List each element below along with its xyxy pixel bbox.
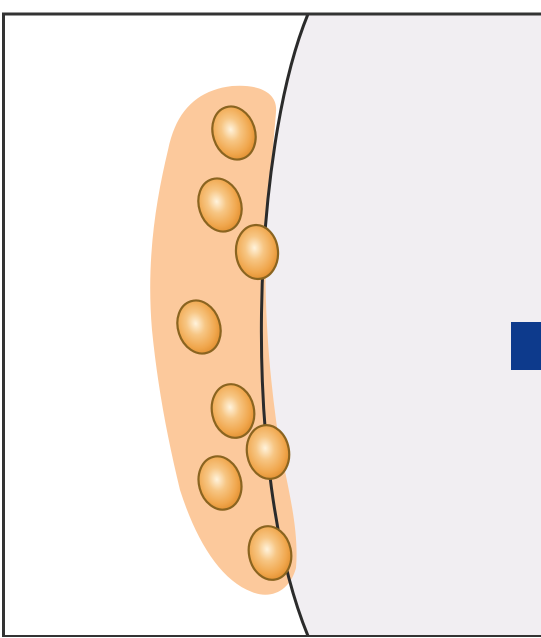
cell-body: [261, 14, 541, 636]
blue-marker: [511, 322, 541, 370]
